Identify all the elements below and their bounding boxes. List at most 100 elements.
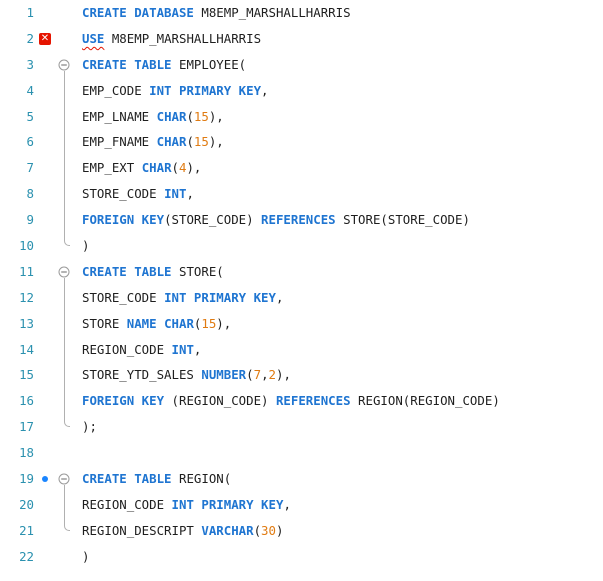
identifier-token: EMP_EXT bbox=[82, 160, 142, 176]
line-gutter[interactable]: 10 bbox=[0, 233, 80, 259]
identifier-token: ); bbox=[82, 419, 97, 435]
line-gutter[interactable]: 16 bbox=[0, 388, 80, 415]
code-text[interactable]: EMP_CODE INT PRIMARY KEY, bbox=[82, 78, 269, 104]
code-line[interactable]: 22) bbox=[0, 544, 603, 570]
code-text[interactable]: CREATE TABLE STORE( bbox=[82, 259, 224, 285]
code-text[interactable]: FOREIGN KEY (REGION_CODE) REFERENCES REG… bbox=[82, 388, 500, 414]
code-line[interactable]: 16 FOREIGN KEY (REGION_CODE) REFERENCES R… bbox=[0, 388, 603, 415]
keyword-token: FOREIGN KEY bbox=[82, 393, 165, 409]
line-gutter[interactable]: 2✕ bbox=[0, 26, 80, 52]
fold-collapse-icon[interactable] bbox=[58, 59, 70, 71]
line-gutter[interactable]: 21 bbox=[0, 517, 80, 544]
code-text[interactable]: EMP_EXT CHAR(4), bbox=[82, 155, 201, 181]
code-text[interactable]: FOREIGN KEY(STORE_CODE) REFERENCES STORE… bbox=[82, 207, 470, 233]
line-gutter[interactable]: 8 bbox=[0, 181, 80, 208]
line-number: 20 bbox=[19, 496, 34, 512]
code-line[interactable]: 9 FOREIGN KEY(STORE_CODE) REFERENCES STOR… bbox=[0, 207, 603, 234]
code-text[interactable]: STORE_CODE INT, bbox=[82, 181, 194, 207]
code-line[interactable]: 12 STORE_CODE INT PRIMARY KEY, bbox=[0, 284, 603, 311]
line-gutter[interactable]: 3 bbox=[0, 52, 80, 78]
code-text[interactable]: CREATE TABLE EMPLOYEE( bbox=[82, 52, 246, 78]
line-gutter[interactable]: 18 bbox=[0, 440, 80, 466]
line-number: 16 bbox=[19, 393, 34, 409]
line-number: 15 bbox=[19, 367, 34, 383]
fold-collapse-icon[interactable] bbox=[58, 266, 70, 278]
line-gutter[interactable]: 5 bbox=[0, 103, 80, 130]
line-gutter[interactable]: 11 bbox=[0, 259, 80, 285]
code-text[interactable]: CREATE TABLE REGION( bbox=[82, 466, 231, 492]
line-gutter[interactable]: 1 bbox=[0, 0, 80, 26]
fold-guide bbox=[64, 277, 65, 285]
line-gutter[interactable]: 20 bbox=[0, 491, 80, 518]
code-text[interactable]: REGION_DESCRIPT VARCHAR(30) bbox=[82, 518, 283, 544]
code-line[interactable]: 21 REGION_DESCRIPT VARCHAR(30) bbox=[0, 517, 603, 544]
identifier-token: M8EMP_MARSHALLHARRIS bbox=[104, 30, 262, 46]
error-icon[interactable]: ✕ bbox=[39, 32, 51, 45]
line-gutter[interactable]: 6 bbox=[0, 129, 80, 156]
code-line[interactable]: 2✕USE M8EMP_MARSHALLHARRIS bbox=[0, 26, 603, 52]
number-literal: 7 bbox=[253, 367, 262, 383]
keyword-token: VARCHAR bbox=[201, 522, 254, 538]
code-text[interactable]: ); bbox=[82, 414, 97, 440]
identifier-token: EMP_CODE bbox=[82, 82, 150, 98]
identifier-token: REGION(REGION_CODE) bbox=[350, 393, 500, 409]
line-gutter[interactable]: 15 bbox=[0, 362, 80, 389]
line-gutter[interactable]: 22 bbox=[0, 544, 80, 570]
fold-collapse-icon[interactable] bbox=[58, 473, 70, 485]
line-number: 1 bbox=[26, 5, 34, 20]
line-number: 12 bbox=[19, 289, 34, 305]
fold-guide bbox=[64, 362, 65, 389]
code-text[interactable]: REGION_CODE INT PRIMARY KEY, bbox=[82, 492, 291, 518]
code-line[interactable]: 15 STORE_YTD_SALES NUMBER(7,2), bbox=[0, 362, 603, 389]
code-text[interactable]: STORE_CODE INT PRIMARY KEY, bbox=[82, 285, 283, 311]
code-line[interactable]: 1 CREATE DATABASE M8EMP_MARSHALLHARRIS bbox=[0, 0, 603, 26]
identifier-token: , bbox=[261, 82, 269, 98]
identifier-token: EMPLOYEE( bbox=[171, 56, 247, 72]
code-line[interactable]: 17); bbox=[0, 414, 603, 440]
line-gutter[interactable]: 14 bbox=[0, 336, 80, 363]
identifier-token: ( bbox=[186, 134, 194, 150]
code-text[interactable]: USE M8EMP_MARSHALLHARRIS bbox=[82, 26, 261, 52]
line-gutter[interactable]: 19 bbox=[0, 466, 80, 493]
fold-guide bbox=[64, 103, 65, 130]
line-number: 21 bbox=[19, 522, 34, 538]
identifier-token: REGION_DESCRIPT bbox=[82, 522, 202, 538]
code-text[interactable]: ) bbox=[82, 233, 89, 259]
modified-dot-icon[interactable] bbox=[42, 476, 48, 483]
code-line[interactable]: 18 bbox=[0, 440, 603, 466]
code-text[interactable]: STORE NAME CHAR(15), bbox=[82, 311, 231, 337]
code-text[interactable]: ) bbox=[82, 544, 89, 570]
identifier-token: ( bbox=[253, 522, 262, 538]
line-gutter[interactable]: 12 bbox=[0, 284, 80, 311]
code-text[interactable]: CREATE DATABASE M8EMP_MARSHALLHARRIS bbox=[82, 0, 351, 26]
identifier-token: ) bbox=[275, 522, 284, 538]
identifier-token: ( bbox=[193, 315, 202, 331]
keyword-token: REFERENCES bbox=[275, 393, 351, 409]
identifier-token: REGION( bbox=[171, 471, 232, 487]
code-text[interactable]: EMP_FNAME CHAR(15), bbox=[82, 129, 224, 155]
line-number: 9 bbox=[26, 212, 34, 228]
code-text[interactable]: REGION_CODE INT, bbox=[82, 337, 201, 363]
line-gutter[interactable]: 7 bbox=[0, 155, 80, 182]
line-gutter[interactable]: 13 bbox=[0, 310, 80, 337]
code-line[interactable]: 10) bbox=[0, 233, 603, 259]
code-text[interactable]: STORE_YTD_SALES NUMBER(7,2), bbox=[82, 362, 291, 388]
line-gutter[interactable]: 4 bbox=[0, 77, 80, 104]
line-gutter[interactable]: 9 bbox=[0, 207, 80, 234]
identifier-token: STORE(STORE_CODE) bbox=[335, 212, 470, 228]
code-text[interactable]: EMP_LNAME CHAR(15), bbox=[82, 104, 224, 130]
line-gutter[interactable]: 17 bbox=[0, 414, 80, 440]
keyword-token: CHAR bbox=[141, 160, 172, 176]
code-line[interactable]: 20 REGION_CODE INT PRIMARY KEY, bbox=[0, 491, 603, 518]
